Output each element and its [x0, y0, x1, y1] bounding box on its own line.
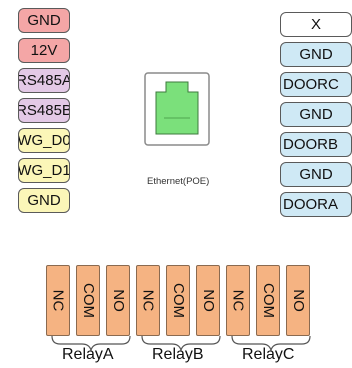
relay-a-label: RelayA	[62, 346, 114, 363]
relay-c-nc: NC	[226, 265, 250, 336]
relay-pin-label: NO	[199, 289, 217, 312]
pin-label: RS485B	[18, 102, 70, 119]
relay-pin-label: NO	[109, 289, 127, 312]
relay-pin-label: COM	[259, 283, 277, 318]
pin-gnd-power: GND	[18, 8, 70, 33]
pin-door-b: DOORB	[280, 132, 352, 157]
relay-b-label: RelayB	[152, 346, 204, 363]
pin-label: WG_D0	[18, 132, 70, 149]
pin-gnd-door-b: GND	[280, 102, 352, 127]
pin-label: GND	[299, 46, 333, 63]
pin-rs485a: RS485A	[18, 68, 70, 93]
pin-label: DOORC	[283, 76, 339, 93]
pin-wg-d1: WG_D1	[18, 158, 70, 183]
relay-pin-label: NO	[289, 289, 307, 312]
pin-label: GND	[27, 192, 61, 209]
pin-label: WG_D1	[18, 162, 70, 179]
pin-label: X	[310, 16, 321, 33]
relay-a-brace	[51, 335, 131, 352]
ethernet-label: Ethernet(POE)	[147, 176, 210, 187]
relay-pin-label: COM	[169, 283, 187, 318]
relay-c-label: RelayC	[242, 346, 295, 363]
pin-label: GND	[27, 12, 61, 29]
ethernet-port-icon	[144, 72, 210, 146]
pin-label: DOORB	[283, 136, 339, 153]
relay-b-com: COM	[166, 265, 190, 336]
relay-c-com: COM	[256, 265, 280, 336]
pin-label: GND	[299, 166, 333, 183]
relay-pin-label: COM	[79, 283, 97, 318]
pin-12v: 12V	[18, 38, 70, 63]
ethernet-jack-shape	[155, 81, 199, 135]
relay-c-brace	[231, 335, 311, 352]
relay-b-brace	[141, 335, 221, 352]
pin-label: GND	[299, 106, 333, 123]
pin-gnd-door-a: GND	[280, 162, 352, 187]
relay-pin-label: NC	[229, 289, 247, 312]
pin-door-a: DOORA	[280, 192, 352, 217]
relay-a-com: COM	[76, 265, 100, 336]
relay-a-no: NO	[106, 265, 130, 336]
relay-b-nc: NC	[136, 265, 160, 336]
pin-wg-d0: WG_D0	[18, 128, 70, 153]
relay-c-no: NO	[286, 265, 310, 336]
pin-label: DOORA	[283, 196, 339, 213]
relay-group-braces	[51, 335, 311, 352]
relay-b-no: NO	[196, 265, 220, 336]
pin-label: RS485A	[18, 72, 70, 89]
relay-a-nc: NC	[46, 265, 70, 336]
pin-x: X	[280, 12, 352, 37]
pin-door-c: DOORC	[280, 72, 352, 97]
pin-rs485b: RS485B	[18, 98, 70, 123]
relay-pin-label: NC	[49, 289, 67, 312]
pin-gnd-wiegand: GND	[18, 188, 70, 213]
pin-label: 12V	[30, 42, 58, 59]
relay-pin-label: NC	[139, 289, 157, 312]
pin-gnd-door-c: GND	[280, 42, 352, 67]
